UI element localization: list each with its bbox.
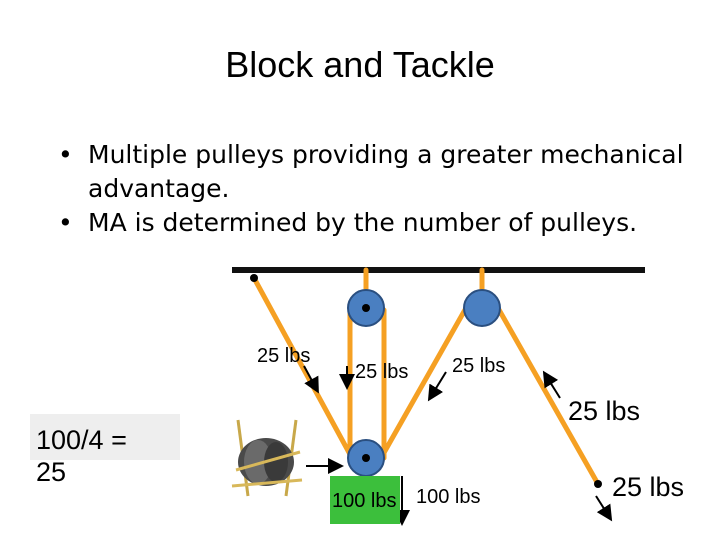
calc-text: 100/4 = 25	[36, 425, 127, 487]
pulley-top-right-icon	[463, 289, 501, 327]
bullet-item: • Multiple pulleys providing a greater m…	[58, 138, 718, 206]
load-weight	[330, 476, 400, 524]
calc-box	[30, 414, 180, 460]
rope-end-point-icon	[594, 480, 602, 488]
pulley-block-photo-icon	[226, 419, 304, 497]
bullet-marker: •	[58, 208, 73, 237]
force-label: 25 lbs	[257, 345, 311, 367]
arrow-down-icon	[303, 365, 319, 394]
force-label: 25 lbs	[568, 396, 641, 426]
load-label: 100 lbs	[416, 486, 481, 508]
load-label: 100 lbs	[332, 490, 397, 512]
force-label: 25 lbs	[355, 361, 409, 383]
arrow-down-icon	[595, 495, 613, 522]
bullet-text: Multiple pulleys providing a greater mec…	[88, 140, 684, 203]
arrow-down-icon	[427, 371, 447, 402]
force-label: 25 lbs	[612, 472, 685, 502]
pulley-top-left-icon	[347, 289, 385, 327]
anchor-point-icon	[250, 274, 258, 282]
bullet-marker: •	[58, 140, 73, 169]
rope-segment	[251, 275, 355, 461]
rope-segment	[378, 305, 469, 461]
rope-segment	[495, 305, 601, 487]
arrow-up-icon	[542, 370, 561, 399]
slide-title: Block and Tackle	[225, 44, 495, 85]
force-label: 25 lbs	[452, 355, 506, 377]
bullet-item: • MA is determined by the number of pull…	[58, 206, 718, 240]
bullet-list: • Multiple pulleys providing a greater m…	[58, 138, 718, 240]
force-arrows	[303, 365, 613, 522]
bullet-text: MA is determined by the number of pulley…	[88, 208, 638, 237]
pulley-bottom-icon	[347, 439, 385, 477]
